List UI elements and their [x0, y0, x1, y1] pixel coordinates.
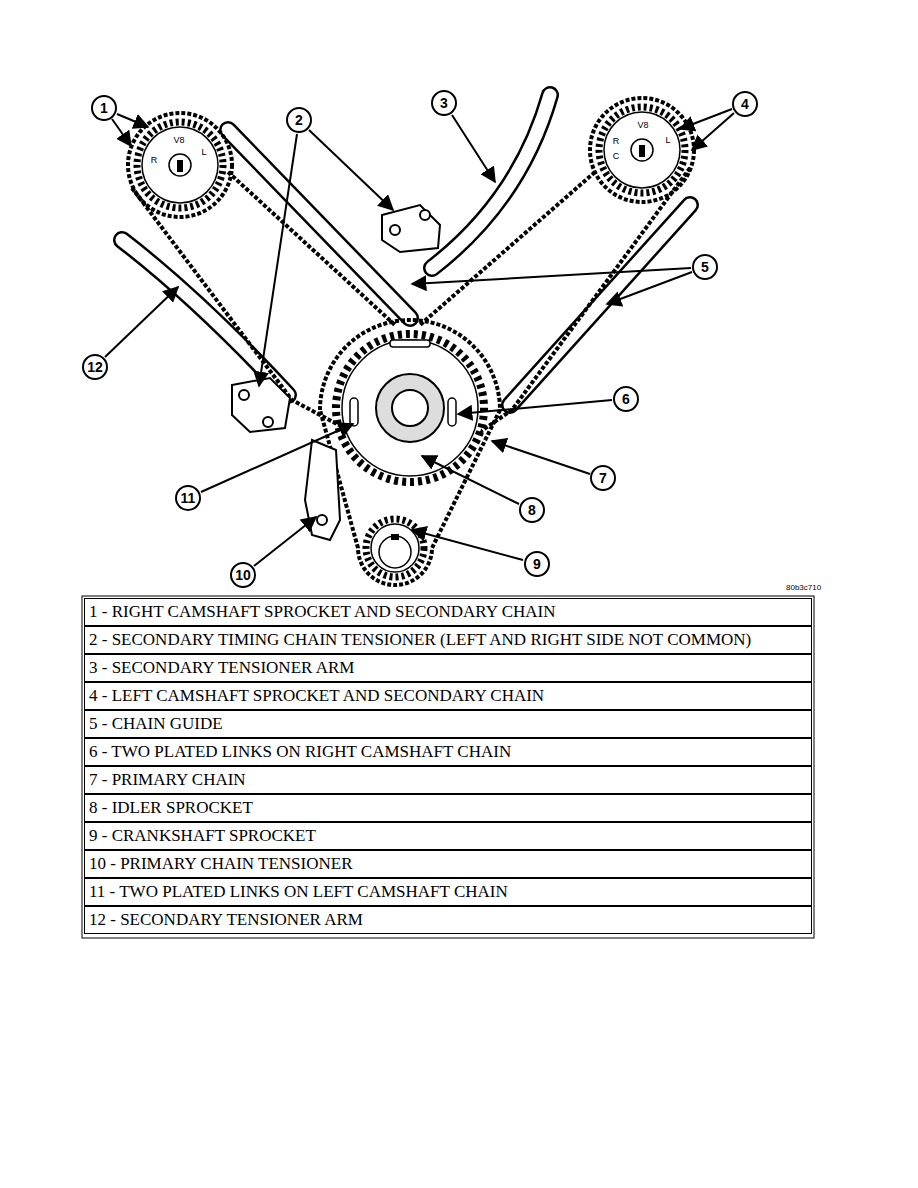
- table-row: 4 - LEFT CAMSHAFT SPROCKET AND SECONDARY…: [84, 682, 812, 710]
- table-row: 10 - PRIMARY CHAIN TENSIONER: [84, 850, 812, 878]
- table-row: 8 - IDLER SPROCKET: [84, 794, 812, 822]
- crankshaft-sprocket: [366, 519, 424, 577]
- callout-number: 5: [692, 254, 718, 280]
- figure-code: 80b3c710: [786, 583, 821, 592]
- leader-lines: [105, 109, 734, 566]
- sprocket-mark: R: [612, 136, 621, 146]
- callout-number: 1: [91, 95, 117, 121]
- table-cell: 6 - TWO PLATED LINKS ON RIGHT CAMSHAFT C…: [89, 742, 511, 761]
- table-cell: 5 - CHAIN GUIDE: [89, 714, 223, 733]
- callout-number: 6: [613, 386, 639, 412]
- table-cell: 10 - PRIMARY CHAIN TENSIONER: [89, 854, 353, 873]
- callout-number: 10: [230, 562, 256, 588]
- sprocket-mark: R: [150, 155, 159, 165]
- table-cell: 2 - SECONDARY TIMING CHAIN TENSIONER (LE…: [89, 630, 751, 649]
- table-cell: 1 - RIGHT CAMSHAFT SPROCKET AND SECONDAR…: [89, 602, 555, 621]
- callout-number: 8: [519, 497, 545, 523]
- table-cell: 3 - SECONDARY TENSIONER ARM: [89, 658, 354, 677]
- table-row: 11 - TWO PLATED LINKS ON LEFT CAMSHAFT C…: [84, 878, 812, 906]
- callout-number: 9: [524, 551, 550, 577]
- table-row: 7 - PRIMARY CHAIN: [84, 766, 812, 794]
- camshaft-sprockets: [137, 107, 685, 208]
- table-cell: 11 - TWO PLATED LINKS ON LEFT CAMSHAFT C…: [89, 882, 508, 901]
- callout-number: 3: [431, 90, 457, 116]
- idler-sprocket: [336, 334, 484, 482]
- sprocket-mark: L: [664, 135, 671, 145]
- table-row: 2 - SECONDARY TIMING CHAIN TENSIONER (LE…: [84, 626, 812, 654]
- table-row: 1 - RIGHT CAMSHAFT SPROCKET AND SECONDAR…: [84, 598, 812, 626]
- callout-number: 4: [732, 91, 758, 117]
- primary-chain: [320, 320, 500, 585]
- sprocket-mark: V8: [172, 135, 185, 145]
- sprocket-mark: C: [612, 151, 621, 161]
- sprocket-mark: V8: [636, 120, 649, 130]
- callout-number: 2: [286, 107, 312, 133]
- table-row: 9 - CRANKSHAFT SPROCKET: [84, 822, 812, 850]
- table-row: 3 - SECONDARY TENSIONER ARM: [84, 654, 812, 682]
- tensioners: [232, 205, 440, 540]
- table-cell: 12 - SECONDARY TENSIONER ARM: [89, 910, 363, 929]
- sprocket-mark: L: [200, 147, 207, 157]
- table-row: 5 - CHAIN GUIDE: [84, 710, 812, 738]
- table-cell: 7 - PRIMARY CHAIN: [89, 770, 246, 789]
- table-cell: 9 - CRANKSHAFT SPROCKET: [89, 826, 316, 845]
- callout-number: 12: [82, 354, 108, 380]
- table-cell: 4 - LEFT CAMSHAFT SPROCKET AND SECONDARY…: [89, 686, 544, 705]
- table-cell: 8 - IDLER SPROCKET: [89, 798, 253, 817]
- table-row: 12 - SECONDARY TENSIONER ARM: [84, 906, 812, 934]
- callout-number: 11: [175, 485, 201, 511]
- table-frame: [82, 596, 814, 938]
- table-row: 6 - TWO PLATED LINKS ON RIGHT CAMSHAFT C…: [84, 738, 812, 766]
- callout-number: 7: [590, 465, 616, 491]
